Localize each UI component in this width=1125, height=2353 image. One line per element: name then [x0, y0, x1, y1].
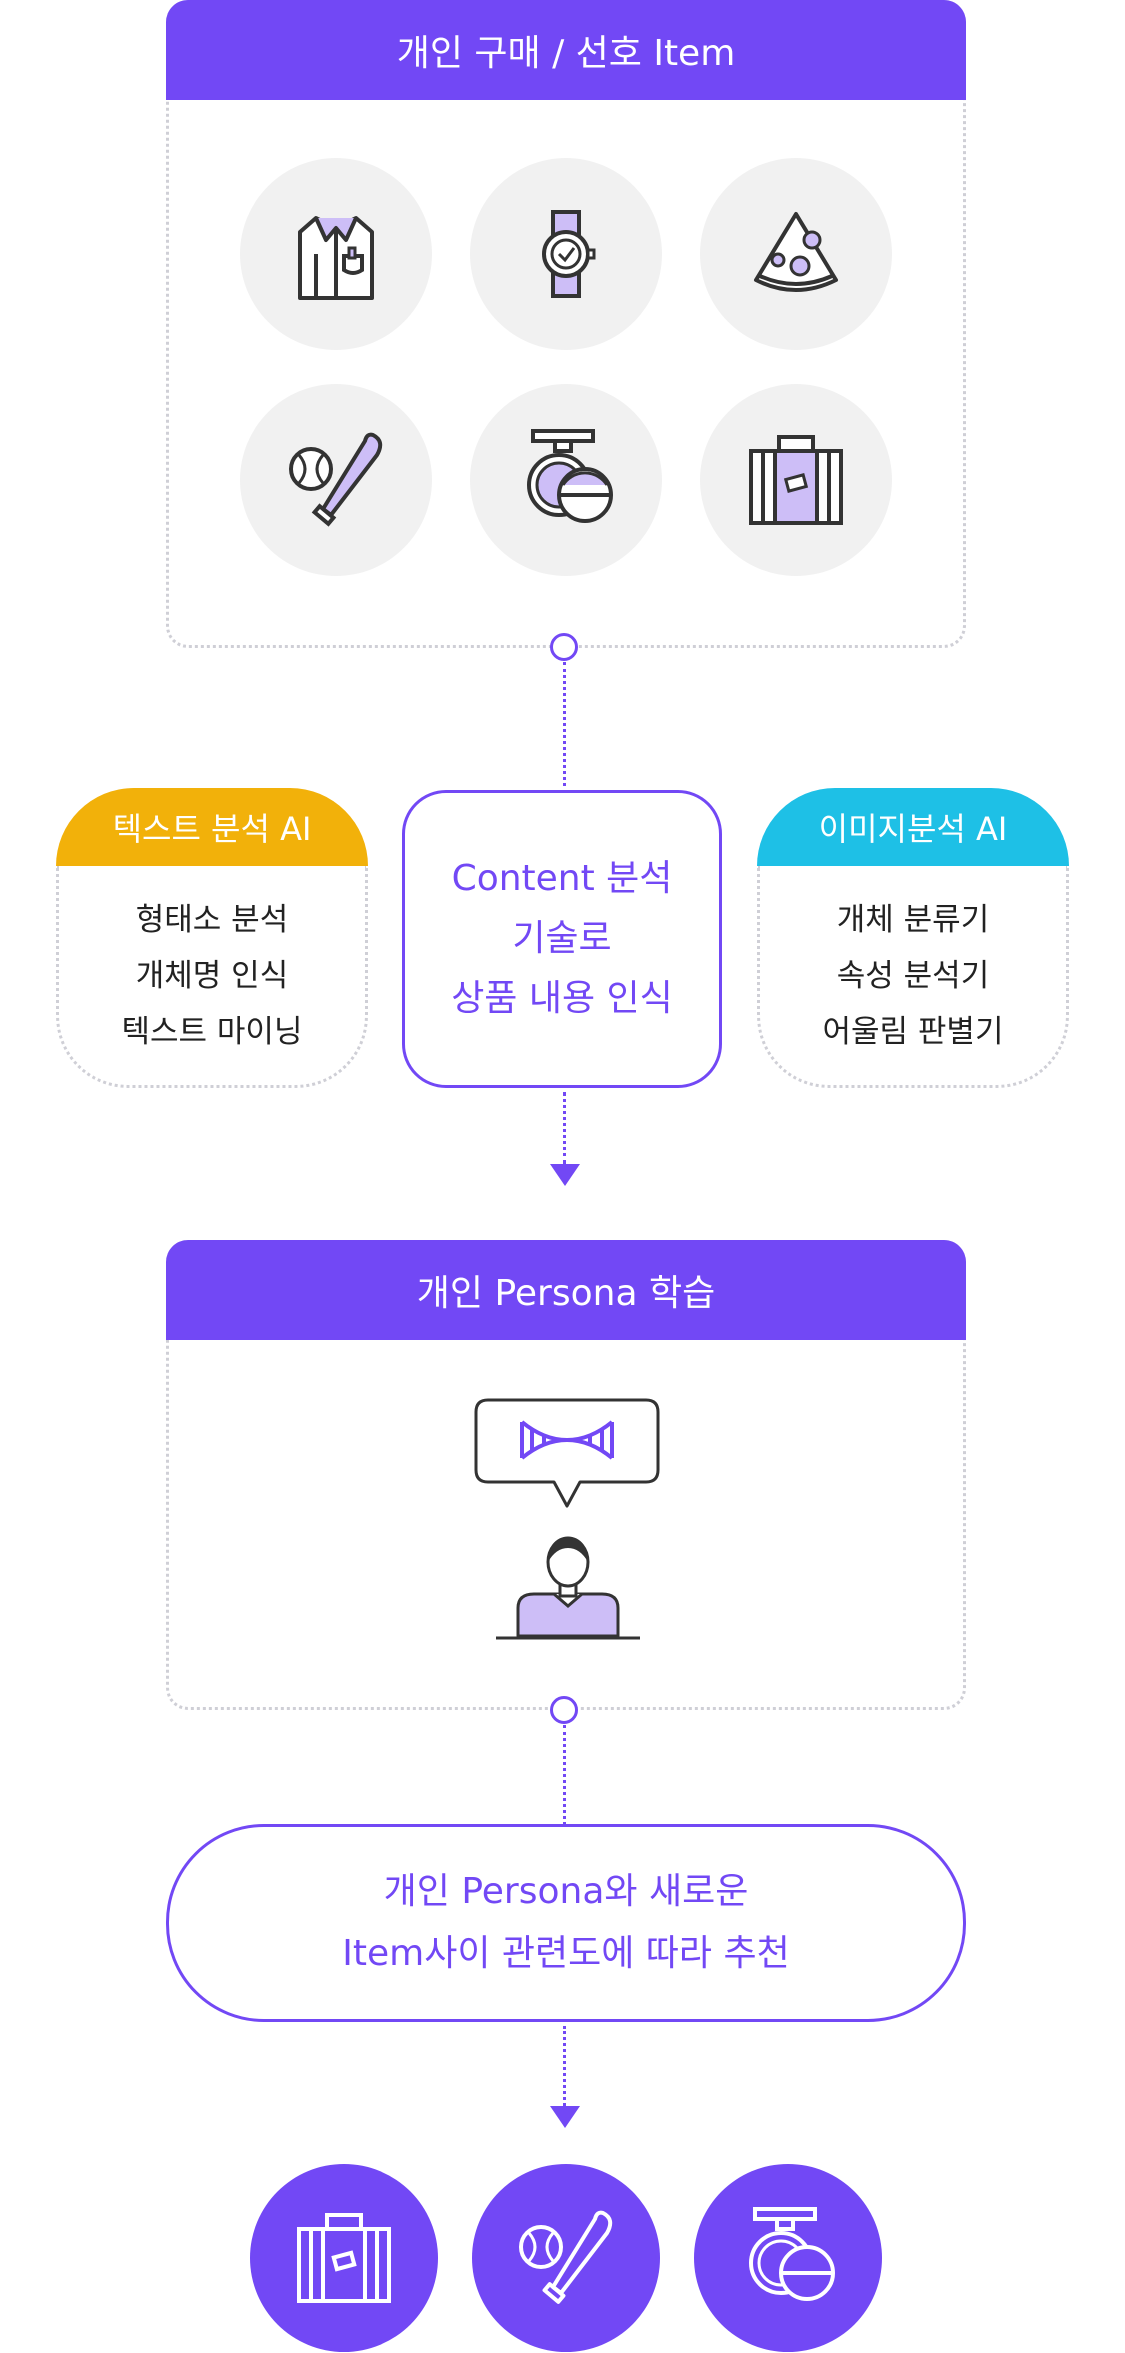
- compact-icon: [749, 2207, 835, 2301]
- content-analysis-box: Content 분석 기술로 상품 내용 인식: [402, 790, 722, 1088]
- text-ai-body: 형태소 분석 개체명 인식 텍스트 마이닝: [56, 866, 368, 1088]
- shirt-icon: [298, 216, 374, 300]
- item-pizza: [700, 158, 892, 350]
- connector-node: [550, 633, 578, 661]
- persona-title: 개인 Persona 학습: [166, 1240, 966, 1340]
- connector-line: [563, 1725, 566, 1825]
- item-shirt: [240, 158, 432, 350]
- suitcase-icon: [297, 2213, 391, 2303]
- suitcase-icon: [749, 435, 843, 525]
- dna-speech-bubble: [474, 1398, 660, 1508]
- result-compact: [694, 2164, 882, 2352]
- pizza-icon: [754, 212, 838, 292]
- result-suitcase: [250, 2164, 438, 2352]
- person-icon: [496, 1536, 640, 1640]
- dna-icon: [520, 1420, 614, 1460]
- result-baseball: [472, 2164, 660, 2352]
- arrow-down-icon: [550, 1164, 580, 1186]
- content-analysis-line: Content 분석: [451, 858, 673, 899]
- arrow-down-icon: [550, 2106, 580, 2128]
- baseball-bat-icon: [519, 2210, 613, 2304]
- item-compact: [470, 384, 662, 576]
- watch-icon: [542, 210, 596, 298]
- image-ai-title: 이미지분석 AI: [757, 788, 1069, 866]
- connector-node: [550, 1696, 578, 1724]
- content-analysis-line: 상품 내용 인식: [451, 978, 673, 1019]
- image-ai-line: 속성 분석기: [836, 957, 990, 994]
- content-analysis-line: 기술로: [512, 918, 612, 959]
- recommendation-pill: 개인 Persona와 새로운 Item사이 관련도에 따라 추천: [166, 1824, 966, 2022]
- recommendation-line: 개인 Persona와 새로운: [383, 1871, 749, 1912]
- image-ai-line: 어울림 판별기: [822, 1013, 1004, 1050]
- text-ai-line: 텍스트 마이닝: [121, 1013, 303, 1050]
- compact-icon: [527, 429, 613, 523]
- image-ai-line: 개체 분류기: [836, 901, 990, 938]
- item-baseball: [240, 384, 432, 576]
- text-ai-line: 형태소 분석: [135, 901, 289, 938]
- text-ai-line: 개체명 인식: [135, 957, 289, 994]
- preferred-items-title: 개인 구매 / 선호 Item: [166, 0, 966, 100]
- image-ai-body: 개체 분류기 속성 분석기 어울림 판별기: [757, 866, 1069, 1088]
- recommendation-line: Item사이 관련도에 따라 추천: [342, 1933, 790, 1974]
- text-ai-title: 텍스트 분석 AI: [56, 788, 368, 866]
- baseball-bat-icon: [289, 432, 383, 527]
- item-watch: [470, 158, 662, 350]
- connector-line: [563, 662, 566, 786]
- connector-line: [563, 1092, 566, 1164]
- connector-line: [563, 2026, 566, 2106]
- item-suitcase: [700, 384, 892, 576]
